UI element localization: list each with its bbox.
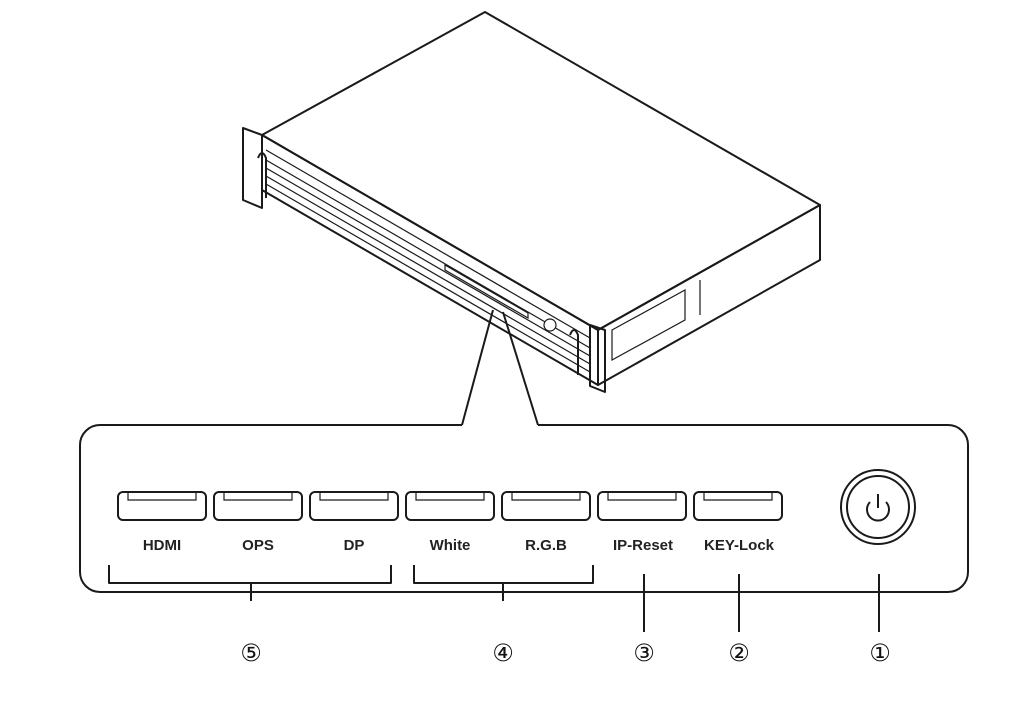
callout-3: ③ (633, 639, 655, 667)
rgb-label: R.G.B (525, 537, 567, 554)
callout-4: ④ (492, 639, 514, 667)
ops-label: OPS (242, 537, 274, 554)
power-button[interactable] (840, 469, 916, 545)
side-bay (611, 288, 686, 362)
bracket-input-group (108, 565, 392, 584)
front-button-strip (444, 263, 557, 332)
callout-line-left (461, 309, 494, 426)
white-label: White (430, 537, 471, 554)
ip-reset-button[interactable] (597, 491, 687, 521)
dp-button[interactable] (309, 491, 399, 521)
key-lock-label: KEY-Lock (704, 537, 775, 554)
ops-button[interactable] (213, 491, 303, 521)
chassis-side (597, 204, 821, 386)
dp-label: DP (344, 537, 365, 554)
handle-right (569, 329, 579, 375)
device-chassis (242, 11, 821, 393)
chassis-top (261, 11, 821, 331)
callout-5: ⑤ (240, 639, 262, 667)
handle-left (257, 152, 267, 198)
hdmi-label: HDMI (143, 537, 181, 554)
control-panel (79, 424, 969, 593)
panel-buttons (117, 491, 783, 521)
power-icon (866, 494, 890, 522)
callout-line-right (502, 311, 539, 426)
rgb-button[interactable] (501, 491, 591, 521)
white-button[interactable] (405, 491, 495, 521)
rack-ear-right (589, 324, 606, 393)
key-lock-button[interactable] (693, 491, 783, 521)
ip-reset-label: IP-Reset (613, 537, 673, 554)
rack-ear-left (242, 127, 263, 209)
hdmi-button[interactable] (117, 491, 207, 521)
callout-2: ② (728, 639, 750, 667)
callout-1: ① (869, 639, 891, 667)
bracket-color-group (413, 565, 594, 584)
front-vents (265, 149, 591, 373)
